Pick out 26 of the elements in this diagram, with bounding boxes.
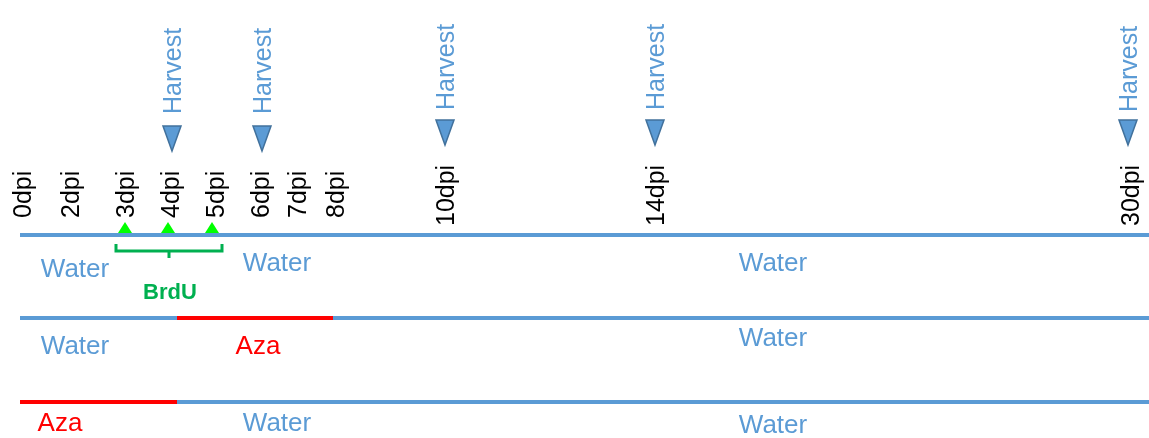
treatment-label: Water [738,324,808,350]
treatment-label: BrdU [143,281,197,303]
treatment-label: Aza [235,332,281,358]
timepoint-label: 14dpi [642,164,668,226]
timepoint-label: 10dpi [432,164,458,226]
timepoint-label: 4dpi [157,170,183,218]
harvest-label: Harvest [249,27,275,114]
treatment-label: Water [40,255,110,281]
timepoint-label: 0dpi [9,170,35,218]
timepoint-label: 5dpi [202,170,228,218]
harvest-label: Harvest [159,27,185,114]
treatment-label: Water [738,411,808,437]
treatment-label: Water [242,249,312,275]
treatment-label: Aza [37,409,83,435]
harvest-label: Harvest [432,23,458,110]
timepoint-label: 7dpi [284,170,310,218]
treatment-label: Water [738,249,808,275]
harvest-label: Harvest [642,23,668,110]
timepoint-label: 3dpi [112,170,138,218]
timepoint-label: 6dpi [247,170,273,218]
harvest-label: Harvest [1115,25,1141,112]
treatment-label: Water [242,409,312,435]
timepoint-label: 30dpi [1117,164,1143,226]
timepoint-label: 8dpi [322,170,348,218]
treatment-label: Water [40,332,110,358]
timepoint-label: 2dpi [57,170,83,218]
